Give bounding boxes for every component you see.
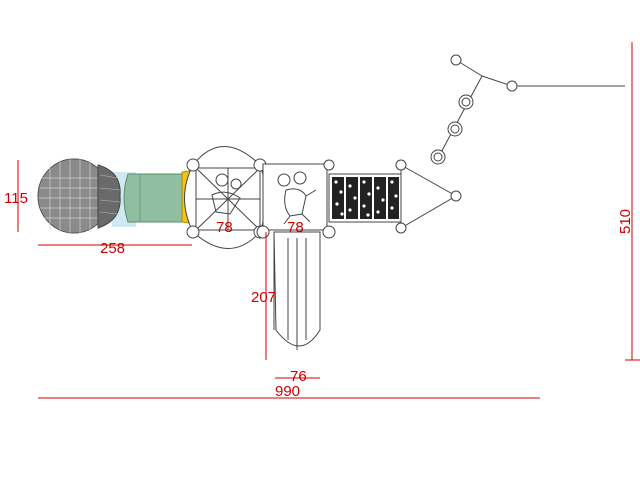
dim-net-length: 258 <box>100 240 125 257</box>
triangle-deck <box>395 159 462 234</box>
dim-net-height: 115 <box>4 190 28 207</box>
dim-slide-width: 76 <box>290 368 307 385</box>
mickey-panel-icon <box>211 173 242 215</box>
dim-deck-left-width: 78 <box>216 219 233 236</box>
ring-ladder <box>430 54 625 165</box>
dimension-lines <box>17 42 640 399</box>
dim-slide-length: 207 <box>251 289 276 306</box>
dim-deck-right-width: 78 <box>287 219 304 236</box>
slide <box>273 231 321 350</box>
net-climber <box>37 158 136 234</box>
dim-overall-depth: 510 <box>617 209 634 234</box>
deck-with-character-panel <box>256 159 336 239</box>
dim-overall-width: 990 <box>275 383 300 400</box>
climbing-wall <box>328 173 402 223</box>
